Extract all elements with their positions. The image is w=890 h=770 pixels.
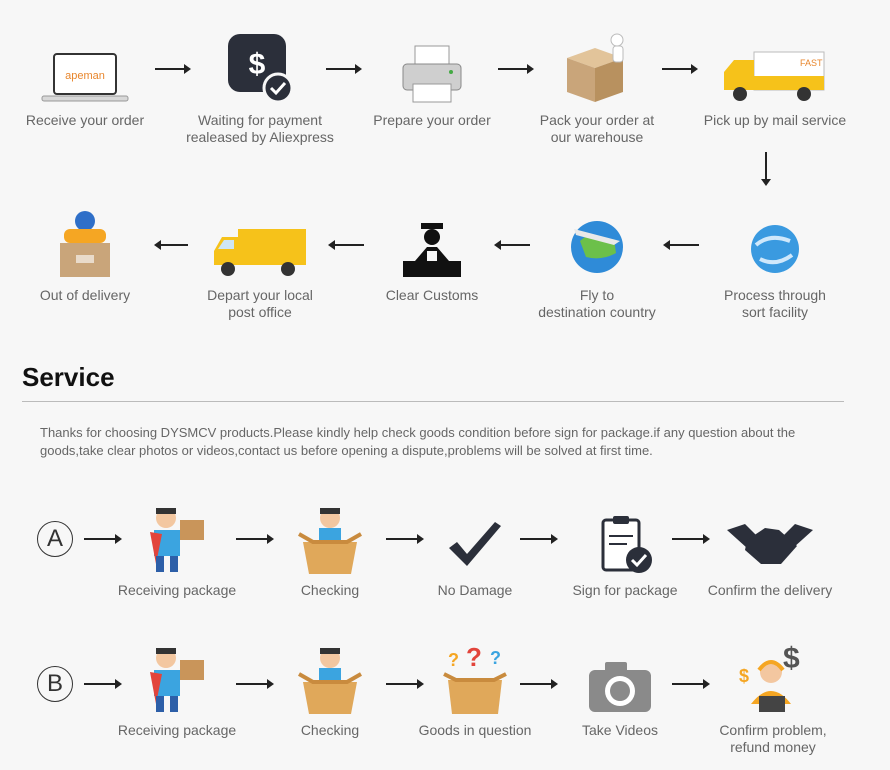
step-b-goods-question: ? ? ? Goods in question [390,640,560,739]
arrow-right [155,64,191,74]
arrow-right [672,679,710,689]
svg-text:?: ? [466,644,482,672]
hero-box-icon [298,648,362,714]
step-b-checking: Checking [245,640,415,739]
step-b-confirm-refund: $ $ Confirm problem, refund money [688,640,858,756]
step-out-of-delivery: Out of delivery [0,205,170,304]
printer-icon [402,45,462,103]
arrow-left [494,240,530,250]
step-b-take-videos: Take Videos [535,640,705,739]
globe-arrows-icon [751,225,799,273]
step-a-receiving: Receiving package [92,500,262,599]
step-fly-destination: Fly to destination country [512,205,682,321]
arrow-left [328,240,364,250]
step-a-confirm: Confirm the delivery [685,500,855,599]
step-label: Pack your order at our warehouse [539,112,655,145]
svg-text:$: $ [783,642,800,675]
step-prepare-order: Prepare your order [347,30,517,129]
delivery-truck-icon: FAST [724,51,825,101]
step-label: No Damage [437,582,513,598]
hero-package-icon [150,648,204,712]
row-b-badge: B [37,666,73,702]
step-depart-post-office: Depart your local post office [175,205,345,321]
arrow-right [520,679,558,689]
step-label: Prepare your order [373,112,491,128]
step-label: Depart your local post office [207,287,313,320]
step-pack-order: Pack your order at our warehouse [512,30,682,146]
svg-text:apeman: apeman [65,70,105,82]
svg-text:?: ? [448,650,459,670]
step-waiting-payment: $ Waiting for payment realeased by Aliex… [175,30,345,146]
globe-plane-icon [571,221,623,273]
hero-package-icon [150,508,204,572]
arrow-right [386,534,424,544]
step-label: Fly to destination country [538,287,656,320]
step-b-receiving: Receiving package [92,640,262,739]
clipboard-check-icon [601,516,652,573]
step-label: Confirm the delivery [707,582,833,598]
svg-text:FAST: FAST [800,58,823,68]
camera-icon [589,662,651,712]
step-label: Waiting for payment realeased by Aliexpr… [186,112,334,145]
customs-officer-icon [403,223,461,277]
box-worker-icon [567,33,624,102]
step-clear-customs: Clear Customs [347,205,517,304]
yellow-truck-icon [214,229,306,276]
divider [22,401,844,402]
payment-shield-icon: $ [228,34,294,104]
svg-text:$: $ [739,666,749,686]
hero-box-icon [298,508,362,574]
arrow-right [236,679,274,689]
arrow-left [663,240,699,250]
arrow-right [236,534,274,544]
checkmark-icon [449,522,501,566]
step-label: Goods in question [418,722,532,738]
arrow-down [761,152,771,186]
arrow-right [84,534,122,544]
service-description: Thanks for choosing DYSMCV products.Plea… [40,425,796,458]
question-box-icon: ? ? ? [443,644,507,714]
step-label: Confirm problem, refund money [719,722,827,755]
arrow-right [662,64,698,74]
step-a-no-damage: No Damage [390,500,560,599]
step-label: Take Videos [581,722,658,738]
step-a-checking: Checking [245,500,415,599]
step-label: Checking [300,582,360,598]
service-title: Service [22,362,115,392]
step-pickup-mail: FAST Pick up by mail service [690,30,860,129]
support-agent-icon: $ $ [739,642,800,712]
step-label: Clear Customs [385,287,479,303]
step-a-sign: Sign for package [540,500,710,599]
arrow-right [326,64,362,74]
step-label: Process through sort facility [724,287,826,320]
step-label: Receive your order [25,112,145,128]
row-a-badge: A [37,521,73,557]
step-receive-order: apeman Receive your order [0,30,170,129]
step-sort-facility: Process through sort facility [690,205,860,321]
arrow-right [672,534,710,544]
courier-box-icon [60,211,110,277]
arrow-right [520,534,558,544]
step-label: Out of delivery [39,287,131,303]
svg-text:$: $ [249,48,266,81]
arrow-right [386,679,424,689]
step-label: Receiving package [117,722,237,738]
step-label: Pick up by mail service [703,112,847,128]
handshake-icon [727,524,813,564]
laptop-icon: apeman [41,53,129,102]
step-label: Checking [300,722,360,738]
arrow-right [84,679,122,689]
step-label: Sign for package [572,582,678,598]
svg-text:?: ? [490,648,501,668]
step-label: Receiving package [117,582,237,598]
arrow-left [154,240,188,250]
arrow-right [498,64,534,74]
